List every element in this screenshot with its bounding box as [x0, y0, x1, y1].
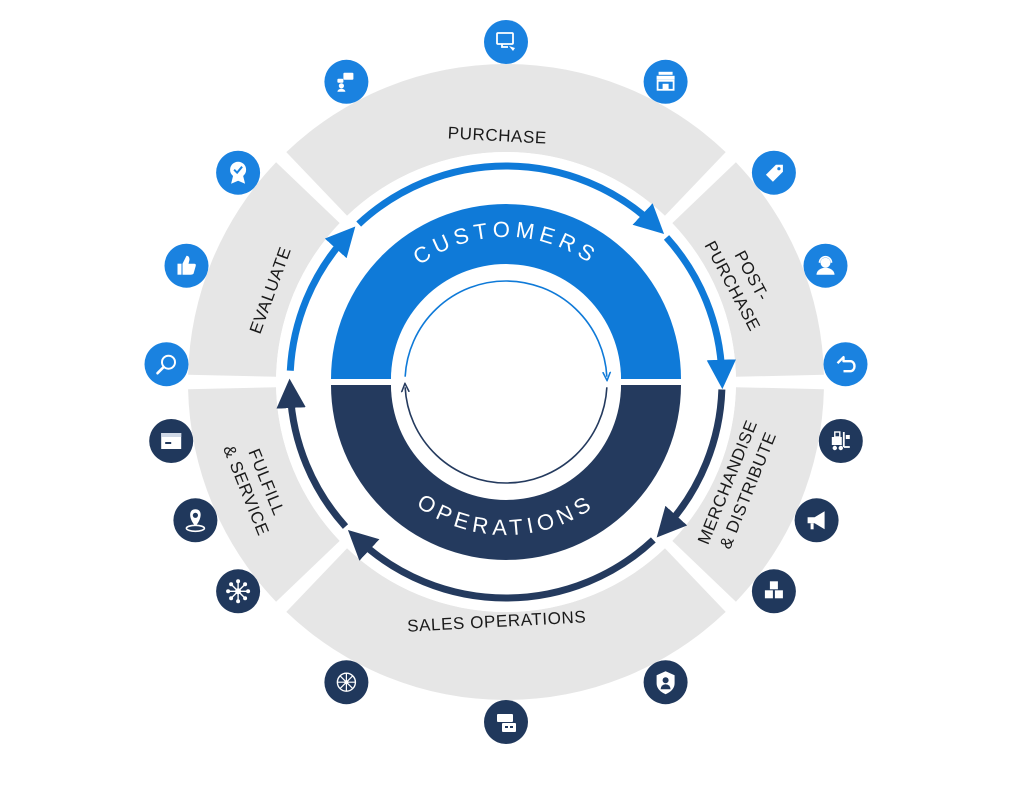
- chat-people-icon: [324, 59, 369, 104]
- operations-flow-arrow: [656, 389, 726, 538]
- location-pin-icon: [173, 498, 218, 543]
- segment-fulfill: [188, 387, 340, 602]
- segment-purchase: [286, 63, 726, 216]
- operations-flow-arrow: [347, 529, 656, 602]
- customers-half: [331, 204, 681, 379]
- segment-ring: [188, 63, 824, 700]
- operations-half: [331, 385, 681, 560]
- hub-network-icon: [216, 569, 261, 614]
- return-arrow-icon: [823, 342, 868, 387]
- price-tag-icon: [751, 150, 796, 195]
- award-badge-icon: [216, 150, 261, 195]
- operations-flow-arrow: [276, 378, 349, 529]
- thumbs-up-icon: [164, 243, 209, 288]
- forklift-icon: [818, 419, 863, 463]
- inner-operations-cycle-line: [405, 387, 608, 484]
- icon-ring: [144, 20, 868, 744]
- customers-flow-arrow: [356, 162, 665, 235]
- shield-person-icon: [643, 660, 688, 705]
- segment-post-purchase: [672, 162, 824, 377]
- segment-sales-operations: [286, 548, 726, 700]
- core-circle: [331, 204, 681, 560]
- process-arrow-ring: [276, 162, 737, 602]
- megaphone-icon: [794, 498, 839, 543]
- headset-agent-icon: [803, 243, 848, 288]
- customers-flow-arrow: [663, 235, 737, 390]
- shipping-box-icon: [149, 419, 194, 463]
- storefront-icon: [643, 59, 688, 104]
- network-globe-icon: [324, 660, 369, 705]
- magnifier-icon: [144, 342, 189, 387]
- segment-merchandise: [672, 387, 824, 602]
- monitor-cart-icon: [484, 20, 528, 64]
- customers-flow-arrow: [286, 226, 356, 371]
- segment-evaluate: [188, 162, 340, 377]
- inner-customers-cycle-line: [404, 280, 607, 377]
- boxes-icon: [751, 569, 796, 614]
- center-disc: [391, 267, 621, 497]
- payment-terminal-icon: [484, 700, 528, 744]
